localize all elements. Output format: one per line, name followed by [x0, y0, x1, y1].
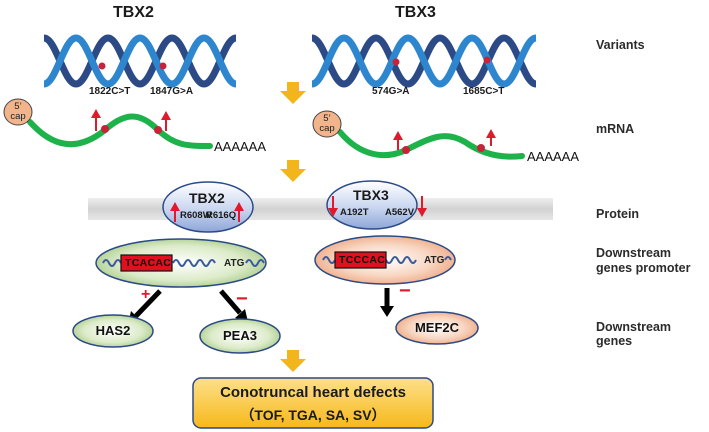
tbx2-motif-box — [120, 254, 173, 272]
tbx2-variant-2: 1847G>A — [150, 86, 194, 97]
membrane-band — [88, 198, 553, 220]
tbx2-promoter — [95, 238, 267, 288]
tbx3-variant-1: 574G>A — [372, 86, 410, 97]
tbx2-poly-a: AAAAAA — [214, 139, 267, 154]
variant-dot — [159, 62, 167, 70]
row-label-downstream: Downstream genes — [596, 320, 672, 348]
pea3-label: PEA3 — [223, 328, 257, 343]
protein-arrows — [170, 196, 427, 222]
pea3-node — [199, 318, 281, 354]
tbx3-motif-label: TCCCAC — [339, 254, 386, 266]
tbx2-variant-1: 1822C>T — [89, 86, 131, 97]
variant-dot — [402, 146, 410, 154]
tbx3-mutation-2: A562V — [385, 207, 415, 218]
tbx3-motif-box — [334, 251, 387, 269]
has2-node — [72, 314, 154, 348]
tbx3-title: TBX3 — [395, 4, 436, 21]
flow-arrows — [280, 82, 306, 372]
variant-dot — [477, 144, 485, 152]
tbx3-atg-label: ATG — [424, 255, 445, 266]
tbx3-dna-helix — [310, 34, 538, 88]
tbx2-mutation-1: R608W — [180, 210, 212, 221]
tbx2-protein — [162, 181, 254, 233]
tbx3-mrna — [312, 110, 525, 160]
tbx2-mutation-2: R616Q — [206, 210, 237, 221]
tbx2-mrna — [3, 98, 213, 149]
tbx3-cap-label: 5’ cap — [319, 113, 335, 134]
flow-arrow — [280, 82, 306, 104]
tbx3-protein-label: TBX3 — [353, 187, 389, 203]
mef2c-label: MEF2C — [414, 320, 460, 335]
variant-dot — [483, 56, 491, 64]
tbx2-title: TBX2 — [113, 4, 154, 21]
five-prime-cap — [312, 110, 342, 138]
mef2c-node — [395, 311, 479, 345]
mef2c-effect-sign: − — [399, 280, 411, 302]
row-label-promoter: Downstream genes promoter — [596, 246, 691, 275]
row-label-variants: Variants — [596, 38, 645, 52]
variant-dot — [154, 126, 162, 134]
has2-label: HAS2 — [95, 323, 131, 338]
has2-effect-sign: + — [141, 286, 151, 303]
up-arrows — [393, 129, 496, 150]
tbx2-protein-label: TBX2 — [189, 190, 225, 206]
regulation-arrows — [128, 288, 394, 325]
outcome-title: Conotruncal heart defects — [220, 384, 406, 401]
variant-dot — [101, 125, 109, 133]
outcome-box — [192, 377, 434, 429]
flow-arrow — [280, 350, 306, 372]
five-prime-cap — [3, 98, 33, 126]
tbx3-mutation-1: A192T — [340, 207, 369, 218]
outcome-subtitle: （TOF, TGA, SA, SV） — [240, 407, 386, 423]
row-label-mrna: mRNA — [596, 122, 635, 136]
up-arrows — [91, 109, 171, 131]
pea3-effect-sign: − — [236, 288, 248, 310]
tbx3-variant-2: 1685C>T — [463, 86, 505, 97]
tbx2-motif-label: TCACAC — [125, 257, 172, 269]
tbx3-poly-a: AAAAAA — [527, 149, 580, 164]
variant-dot — [392, 58, 400, 66]
flow-arrow — [280, 160, 306, 182]
tbx2-dna-helix — [42, 34, 238, 88]
tbx2-atg-label: ATG — [224, 258, 245, 269]
variant-dot — [98, 62, 106, 70]
tbx3-protein — [326, 180, 418, 230]
tbx2-cap-label: 5’ cap — [10, 101, 26, 122]
row-label-protein: Protein — [596, 207, 640, 221]
